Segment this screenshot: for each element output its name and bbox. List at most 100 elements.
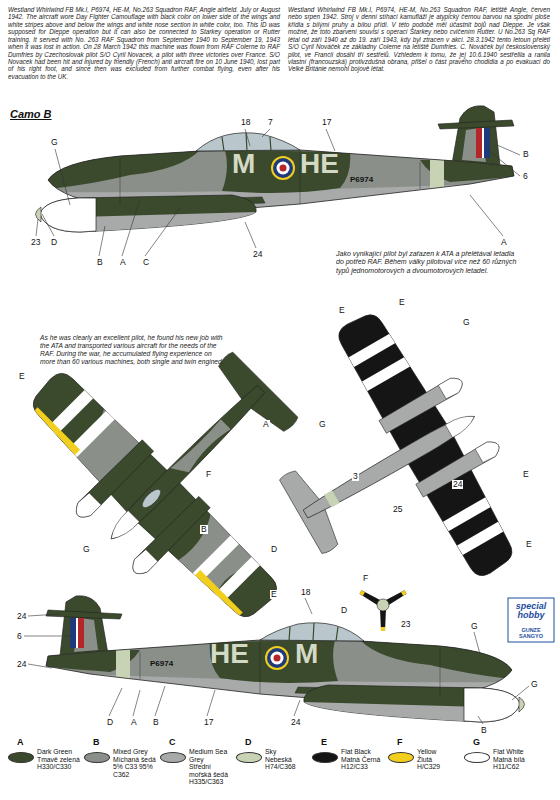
callout-letter: F — [362, 574, 369, 583]
callout-letter: E — [398, 298, 406, 307]
callout-letter: E — [18, 372, 26, 381]
callout-letter: D — [106, 718, 114, 727]
callout-letter: 24 — [290, 718, 301, 727]
callout-letter: 24 — [452, 480, 463, 489]
logo-text: special hobby — [510, 602, 552, 620]
callout-letter: 6 — [16, 632, 23, 641]
legend-text: Matná bílá — [493, 756, 539, 764]
callout-letter: G — [470, 622, 479, 631]
callout-letter: A — [262, 420, 270, 429]
callout-letter: 3 — [352, 472, 359, 481]
callout-letter: 6 — [522, 172, 529, 181]
legend-text: Flat Black — [341, 748, 387, 756]
callout-letter: 23 — [30, 238, 41, 247]
paint-code: 5% C33 95% C362 — [113, 763, 159, 778]
callout-letter: 17 — [203, 718, 214, 727]
legend-item: YellowŽlutáH/C329 — [417, 748, 463, 771]
paint-code: H74/C368 — [265, 763, 311, 771]
callout-letter: 17 — [321, 118, 332, 127]
paint-code: H335/C363 — [189, 778, 235, 786]
legend-swatch — [84, 752, 110, 763]
legend-letter: E — [321, 738, 327, 747]
callout-letter: C — [142, 258, 150, 267]
callout-letter: D — [270, 545, 278, 554]
legend-text: Yellow — [417, 748, 463, 756]
description-text: Westland Whirlwind FB Mk.I, P6974, HE-M,… — [288, 6, 550, 73]
code-letters: M — [232, 150, 255, 178]
legend-text: Matná Černá — [341, 756, 387, 764]
callout-letter: 24 — [16, 660, 27, 669]
logo-text: GUNZE SANGYO — [510, 627, 552, 639]
note-text: As he was clearly an excellent pilot, he… — [40, 334, 225, 366]
paint-code: H11/C62 — [493, 763, 539, 771]
paint-code: H/C329 — [417, 763, 463, 771]
callout-letter: G — [82, 545, 91, 554]
callout-letter: B — [152, 718, 160, 727]
legend-letter: G — [473, 738, 480, 747]
callout-letter: G — [50, 138, 59, 147]
callout-letter: D — [50, 238, 58, 247]
legend-swatch — [8, 752, 34, 763]
callout-letter: E — [270, 590, 278, 599]
code-letters: HE — [300, 150, 339, 178]
legend-swatch — [236, 752, 262, 763]
callout-letter: 18 — [240, 118, 251, 127]
code-letters: M — [295, 640, 318, 668]
callout-letter: E — [522, 470, 530, 479]
note-text: Jako vynikající pilot byl zařazen k ATA … — [336, 250, 521, 275]
callout-letter: B — [200, 525, 208, 534]
legend-text: Nebeská — [265, 756, 311, 764]
callout-letter: A — [500, 238, 508, 247]
callout-letter: G — [318, 420, 327, 429]
callout-letter: 25 — [392, 505, 403, 514]
legend-item: Dark GreenTmavě zelenáH330/C330 — [37, 748, 83, 771]
legend-swatch — [312, 752, 338, 763]
serial-number: P6974 — [350, 176, 373, 184]
legend-text: Střední mořská šedá — [189, 763, 235, 778]
legend-letter: B — [93, 738, 100, 747]
legend-text: Míchaná šedá — [113, 756, 159, 764]
callout-letter: E — [338, 306, 346, 315]
legend-text: Flat White — [493, 748, 539, 756]
callout-letter: B — [480, 726, 488, 735]
legend-text: Dark Green — [37, 748, 83, 756]
callout-letter: A — [130, 718, 138, 727]
legend-item: SkyNebeskáH74/C368 — [265, 748, 311, 771]
legend-swatch — [388, 752, 414, 763]
serial-number: P6974 — [150, 660, 173, 668]
callout-letter: D — [340, 606, 348, 615]
paint-code: H330/C330 — [37, 763, 83, 771]
legend-item: Flat BlackMatná ČernáH12/C33 — [341, 748, 387, 771]
callout-letter: 18 — [300, 588, 311, 597]
legend-letter: C — [169, 738, 176, 747]
description-text: Westland Whirlwind FB Mk.I, P6974, HE-M,… — [8, 6, 280, 80]
callout-letter: G — [530, 680, 539, 689]
legend-letter: F — [397, 738, 403, 747]
legend-text: Tmavě zelená — [37, 756, 83, 764]
legend-text: Žlutá — [417, 756, 463, 764]
legend-letter: A — [17, 738, 24, 747]
callout-letter: A — [119, 258, 127, 267]
paint-code: H12/C33 — [341, 763, 387, 771]
callout-letter: B — [522, 150, 530, 159]
legend-item: Flat WhiteMatná bíláH11/C62 — [493, 748, 539, 771]
code-letters: HE — [210, 640, 249, 668]
camo-heading: Camo B — [10, 108, 52, 120]
callout-letter: 23 — [400, 620, 411, 629]
callout-letter: E — [525, 540, 533, 549]
legend-letter: D — [245, 738, 252, 747]
legend-text: Sky — [265, 748, 311, 756]
callout-letter: B — [96, 258, 104, 267]
legend-text: Mixed Grey — [113, 748, 159, 756]
legend-swatch — [464, 752, 490, 763]
callout-letter: 7 — [267, 118, 274, 127]
callout-letter: G — [462, 318, 471, 327]
legend-swatch — [160, 752, 186, 763]
callout-letter: 24 — [16, 612, 27, 621]
legend-text: Medium Sea Grey — [189, 748, 235, 763]
legend-item: Mixed GreyMíchaná šedá5% C33 95% C362 — [113, 748, 159, 778]
legend-item: Medium Sea GreyStřední mořská šedáH335/C… — [189, 748, 235, 786]
callout-letter: 24 — [252, 250, 263, 259]
callout-letter: F — [205, 470, 212, 479]
